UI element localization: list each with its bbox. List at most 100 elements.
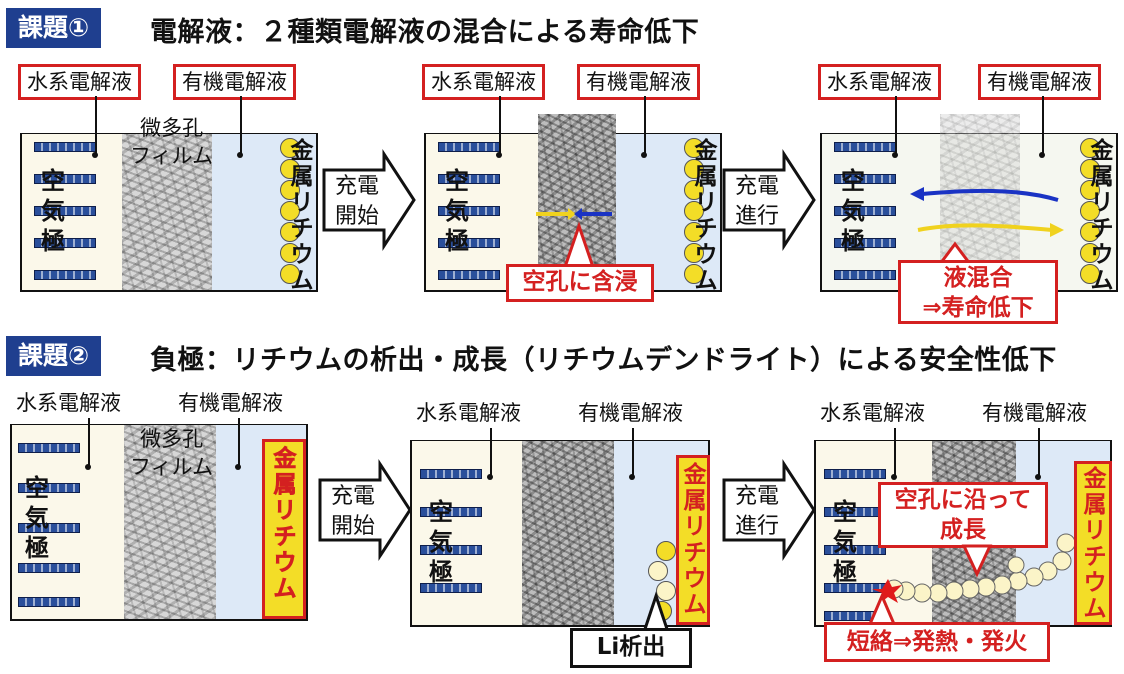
- aqueous-electrolyte-label: 水系電解液: [18, 64, 141, 100]
- air-electrode-label: 空気極: [833, 498, 857, 586]
- air-electrode-plate: [834, 174, 896, 184]
- leader-dot: [496, 152, 502, 158]
- leader-dot: [641, 152, 647, 158]
- air-electrode-plate: [18, 523, 80, 533]
- air-electrode-plate: [834, 238, 896, 248]
- air-electrode-plate: [420, 469, 482, 479]
- charge-start-arrow: [318, 458, 412, 562]
- s2-panel1: 水系電解液 有機電解液 空気極 微多孔フィルム 金属リチウム: [10, 384, 320, 624]
- metal-lithium-label: 金属リチウム: [290, 138, 314, 294]
- leader-line: [490, 428, 492, 476]
- organic-electrolyte-label: 有機電解液: [578, 401, 683, 425]
- battery-cell: 空気極 金属リチウム: [410, 441, 710, 627]
- charge-progress-label: 充電進行: [734, 484, 779, 539]
- air-electrode-plate: [18, 597, 80, 607]
- leader-line: [1042, 96, 1044, 154]
- s1-panel1: 水系電解液 有機電解液 空気極 微多孔フィルム 金属リチウム: [10, 58, 320, 296]
- charge-start-label: 充電開始: [330, 484, 375, 539]
- section1-title: 電解液：２種類電解液の混合による寿命低下: [150, 17, 700, 48]
- leader-line: [88, 418, 90, 466]
- leader-dot: [85, 464, 91, 470]
- metal-lithium-anode: 金属リチウム: [676, 455, 710, 625]
- battery-cell: 空気極 微多孔フィルム 金属リチウム: [20, 116, 318, 294]
- leader-line: [499, 96, 501, 154]
- air-electrode-plate: [438, 142, 500, 152]
- air-electrode-plate: [834, 270, 896, 280]
- leader-line: [1038, 428, 1040, 476]
- air-electrode-label: 空気極: [841, 167, 865, 255]
- microporous-film: [124, 425, 216, 619]
- s1-panel2: 水系電解液 有機電解液 空気極 金属リチウム: [414, 58, 724, 308]
- leader-line: [894, 428, 896, 476]
- charge-start-arrow: [322, 148, 416, 252]
- metal-lithium-label: 金属リチウム: [273, 446, 297, 603]
- li-deposition-callout: Li析出: [570, 628, 692, 668]
- organic-electrolyte-label: 有機電解液: [577, 64, 700, 100]
- air-electrode-label: 空気極: [429, 498, 453, 586]
- metal-lithium-label: 金属リチウム: [694, 138, 718, 294]
- charge-start-label: 充電開始: [334, 174, 379, 229]
- leader-dot: [235, 464, 241, 470]
- film-label: 微多孔フィルム: [130, 116, 214, 168]
- metal-lithium-label: 金属リチウム: [1083, 466, 1107, 622]
- leader-line: [644, 96, 646, 154]
- mixing-flow-arrows: [910, 187, 1064, 237]
- film-label: 微多孔フィルム: [130, 427, 214, 479]
- section2-badge: 課題②: [6, 336, 102, 376]
- leader-line: [632, 428, 634, 476]
- charge-progress-label: 充電進行: [734, 174, 779, 229]
- mixing-callout: 液混合⇒寿命低下: [898, 260, 1058, 324]
- metal-lithium-anode: 金属リチウム: [1074, 461, 1112, 625]
- air-electrode-plate: [34, 142, 96, 152]
- charge-progress-arrow: [722, 148, 816, 252]
- aqueous-electrolyte-label: 水系電解液: [818, 64, 941, 100]
- aqueous-region: [12, 425, 124, 619]
- section1-badge: 課題①: [6, 8, 102, 48]
- leader-line: [240, 96, 242, 154]
- air-electrode-plate: [34, 270, 96, 280]
- short-circuit-callout: 短絡⇒発熱・発火: [824, 622, 1050, 662]
- air-electrode-label: 空気極: [25, 474, 49, 562]
- callout-pointer: [867, 592, 897, 626]
- metal-lithium-label: 金属リチウム: [1090, 138, 1114, 294]
- section2-title: 負極：リチウムの析出・成長（リチウムデンドライト）による安全性低下: [150, 345, 1057, 376]
- air-electrode-plate: [34, 174, 96, 184]
- leader-dot: [891, 474, 897, 480]
- air-electrode-plate: [824, 545, 886, 555]
- leader-dot: [92, 152, 98, 158]
- leader-dot: [237, 152, 243, 158]
- air-electrode-plate: [824, 469, 886, 479]
- air-electrode-plate: [438, 270, 500, 280]
- leader-line: [95, 96, 97, 154]
- air-electrode-plate: [18, 563, 80, 573]
- leader-dot: [892, 152, 898, 158]
- leader-dot: [1039, 152, 1045, 158]
- air-electrode-plate: [420, 583, 482, 593]
- callout-pointer: [961, 544, 993, 578]
- dendrite-chain: [872, 533, 1076, 603]
- air-electrode-plate: [420, 545, 482, 555]
- aqueous-electrolyte-label: 水系電解液: [16, 391, 121, 415]
- aqueous-electrolyte-label: 水系電解液: [422, 64, 545, 100]
- air-electrode-plate: [438, 206, 500, 216]
- air-electrode-plate: [438, 238, 500, 248]
- leader-dot: [629, 474, 635, 480]
- microporous-film: [522, 441, 614, 625]
- air-electrode-label: 空気極: [41, 167, 65, 255]
- air-electrode-label: 空気極: [445, 167, 469, 255]
- leader-line: [238, 418, 240, 466]
- charge-progress-arrow: [722, 458, 816, 562]
- microporous-film: [122, 134, 212, 290]
- air-electrode-plate: [34, 206, 96, 216]
- growth-callout: 空孔に沿って成長: [878, 482, 1048, 548]
- air-electrode-plate: [834, 206, 896, 216]
- metal-lithium-anode: 金属リチウム: [262, 439, 306, 619]
- leader-line: [895, 96, 897, 154]
- air-electrode-plate: [34, 238, 96, 248]
- s2-panel2: 水系電解液 有機電解液 空気極 金属リチウム Li析出: [410, 398, 722, 674]
- impregnation-arrows: [536, 208, 612, 220]
- air-electrode-plate: [18, 443, 80, 453]
- organic-electrolyte-label: 有機電解液: [978, 64, 1101, 100]
- air-electrode-plate: [438, 174, 500, 184]
- battery-cell: 空気極 微多孔フィルム 金属リチウム: [10, 425, 308, 621]
